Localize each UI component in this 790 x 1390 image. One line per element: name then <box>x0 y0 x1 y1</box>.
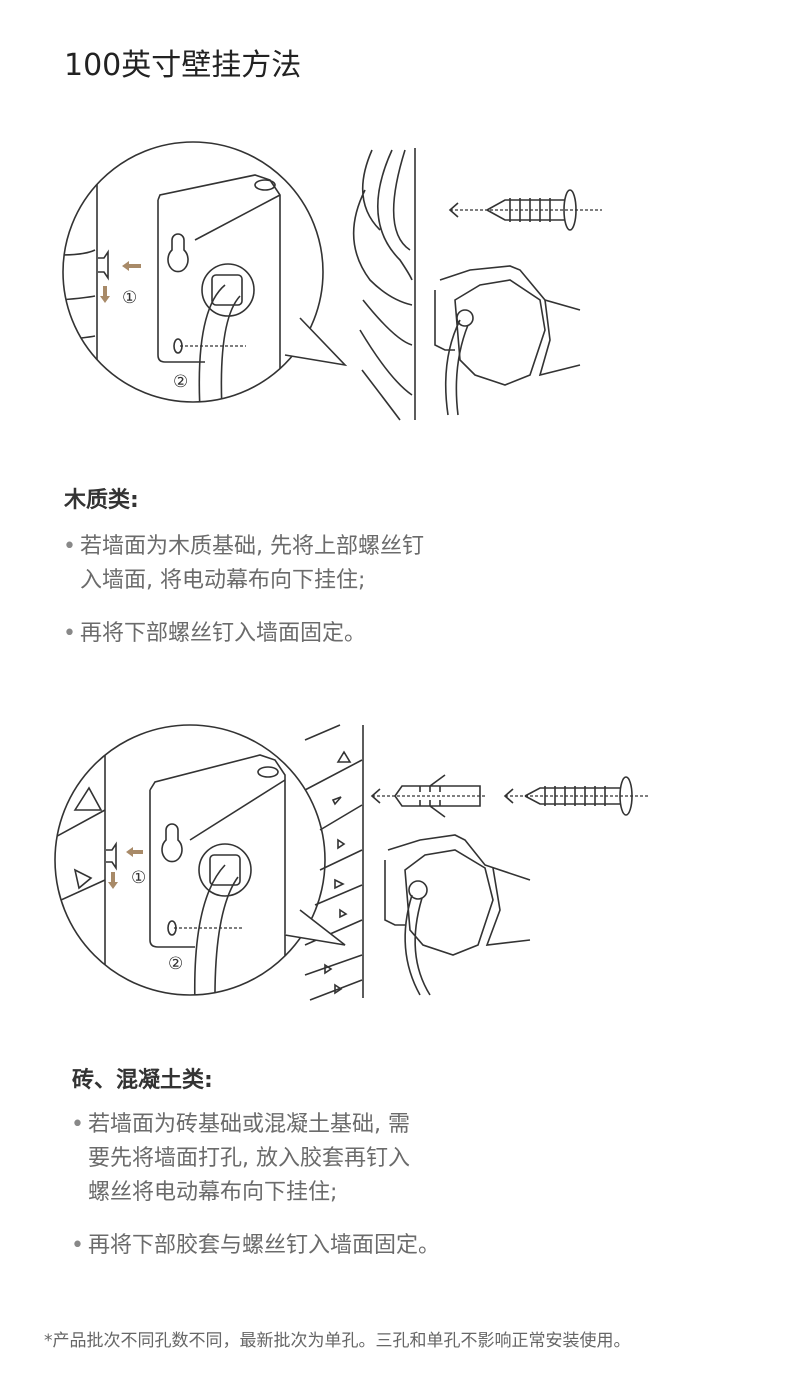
magnifier-circle <box>54 724 326 996</box>
bullet-line: 螺丝将电动幕布向下挂住; <box>88 1180 338 1205</box>
bullet-dot: • <box>71 1112 84 1137</box>
zoom-detail-concrete <box>55 725 286 995</box>
arrow-down-icon <box>100 286 110 303</box>
footnote: *产品批次不同孔数不同，最新批次为单孔。三孔和单孔不影响正常安装使用。 <box>44 1331 631 1351</box>
callout-tail <box>284 909 346 946</box>
arrow-left-icon <box>126 847 143 857</box>
bullet-line: 再将下部螺丝钉入墙面固定。 <box>80 621 367 646</box>
bullet-item: • 若墙面为木质基础, 先将上部螺丝钉 入墙面, 将电动幕布向下挂住; <box>63 530 424 598</box>
bullet-line: 入墙面, 将电动幕布向下挂住; <box>80 568 366 593</box>
callout-tail <box>284 317 348 367</box>
bullet-item: • 若墙面为砖基础或混凝土基础, 需 要先将墙面打孔, 放入胶套再钉入 螺丝将电… <box>71 1108 410 1210</box>
magnifier-circle <box>62 141 324 403</box>
bullet-line: 再将下部胶套与螺丝钉入墙面固定。 <box>88 1233 441 1258</box>
bullet-line: 若墙面为砖基础或混凝土基础, 需 <box>88 1112 410 1137</box>
bullet-item: • 再将下部胶套与螺丝钉入墙面固定。 <box>71 1229 441 1263</box>
step-2-label: ② <box>168 954 183 974</box>
wood-wall-illustration: ① ② <box>62 141 602 421</box>
bullet-dot: • <box>71 1233 84 1258</box>
step-1-label: ① <box>131 868 146 888</box>
zoom-detail-wood <box>63 142 281 402</box>
wall-anchor-icon <box>394 774 481 818</box>
concrete-wall-illustration: ① ② <box>54 724 650 1001</box>
step-2-label: ② <box>173 372 188 392</box>
screw-icon <box>486 198 565 222</box>
screen-motor-drawing <box>434 265 581 416</box>
arrow-left-icon <box>122 261 141 271</box>
screw-icon <box>524 786 620 806</box>
section-heading-concrete: 砖、混凝土类: <box>72 1068 213 1093</box>
page-title: 100英寸壁挂方法 <box>64 48 302 83</box>
section-heading-wood: 木质类: <box>64 488 139 513</box>
arrow-down-icon <box>108 872 118 889</box>
bullet-line: 要先将墙面打孔, 放入胶套再钉入 <box>88 1146 410 1171</box>
bullet-dot: • <box>63 621 76 646</box>
screen-motor-drawing <box>384 834 531 996</box>
bullet-line: 若墙面为木质基础, 先将上部螺丝钉 <box>80 534 424 559</box>
bullet-dot: • <box>63 534 76 559</box>
bullet-item: • 再将下部螺丝钉入墙面固定。 <box>63 617 367 651</box>
step-1-label: ① <box>122 288 137 308</box>
brick-hatching <box>304 724 363 1001</box>
wood-grain <box>352 149 413 421</box>
